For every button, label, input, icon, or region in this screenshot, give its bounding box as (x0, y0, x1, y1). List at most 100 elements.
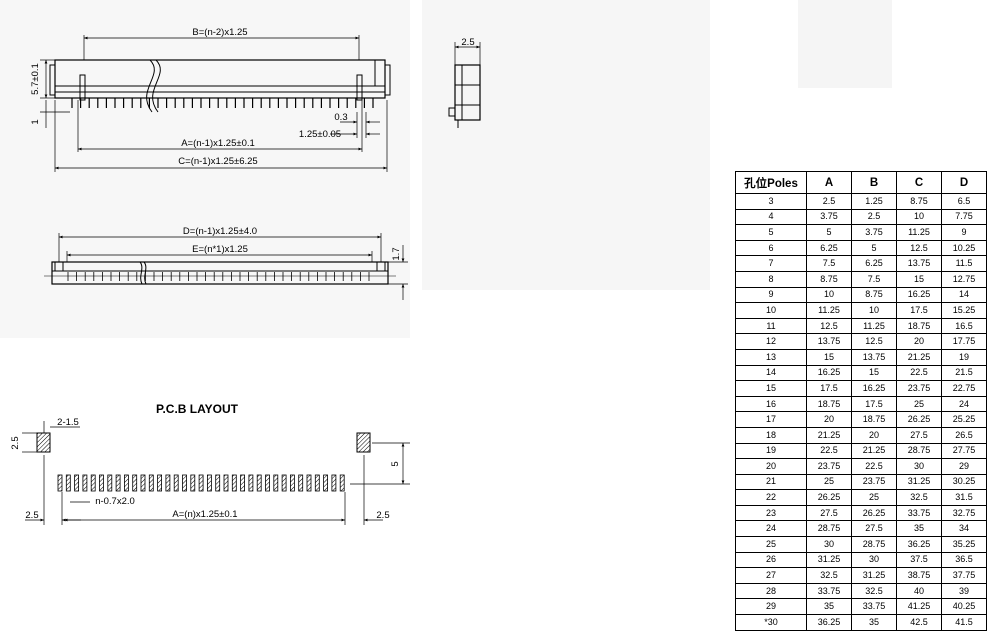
table-cell: 12.5 (806, 317, 852, 335)
table-cell: 31.5 (941, 489, 987, 506)
table-cell: 39 (941, 582, 987, 600)
table-cell: 33.75 (896, 504, 942, 522)
side-view (448, 42, 481, 128)
table-cell: 12.5 (896, 239, 942, 257)
table-cell: 28 (735, 582, 807, 600)
table-cell: 12 (735, 333, 807, 350)
pcb-slot (124, 474, 129, 492)
table-cell: 8.75 (806, 270, 852, 288)
table-cell: 27.75 (941, 442, 987, 460)
table-cell: 34 (941, 520, 987, 538)
table-cell: 15 (735, 380, 807, 397)
pcb-slot (140, 474, 146, 492)
table-cell: 11.25 (851, 317, 897, 335)
pcb-slot (115, 474, 121, 492)
table-cell: 10.25 (941, 239, 987, 257)
table-cell: 32.75 (941, 504, 987, 522)
table-cell: 6.25 (851, 255, 897, 272)
table-cell: 24 (941, 395, 987, 413)
table-cell: 23.75 (896, 380, 942, 397)
pad-dim-label: 2.5 (10, 436, 21, 449)
table-cell: 3.75 (851, 224, 897, 241)
dim-a-label: A=(n-1)x1.25±0.1 (181, 138, 255, 149)
table-cell: 3 (735, 193, 807, 210)
table-cell: 36.25 (896, 536, 942, 553)
table-cell: 16.25 (896, 286, 942, 304)
table-cell: 7 (735, 255, 807, 272)
table-cell: 19 (735, 442, 807, 460)
pcb-slot (173, 474, 179, 492)
table-cell: 30 (896, 458, 942, 475)
pcb-slot (289, 474, 295, 492)
table-cell: 19 (941, 348, 987, 366)
table-cell: 21.25 (851, 442, 897, 460)
table-cell: 30.25 (941, 473, 987, 491)
left-post (79, 74, 86, 101)
table-cell: 27 (735, 567, 807, 584)
pcb-slot (298, 474, 304, 492)
table-cell: 10 (806, 286, 852, 304)
pcb-slot (82, 474, 88, 492)
table-cell: 5 (735, 224, 807, 241)
table-cell: 32.5 (806, 567, 852, 584)
table-cell: 16.5 (941, 317, 987, 335)
header-a: A (806, 171, 852, 194)
pcb-a-label: A=(n)x1.25±0.1 (172, 509, 237, 520)
pcb-slot (165, 474, 171, 492)
table-cell: 4 (735, 208, 807, 226)
pcb-slot (273, 474, 279, 492)
pcb-slot (65, 474, 71, 492)
pcb-slot (74, 474, 79, 492)
table-cell: 16 (735, 395, 807, 413)
header-b: B (851, 171, 897, 194)
table-cell: 5 (806, 224, 852, 241)
front-view-labels: B=(n-2)x1.25 5.7±0.1 1 0.3 1.25±0.05 A=(… (30, 27, 348, 167)
top-height-label: 1.7 (391, 247, 402, 260)
table-cell: 3.75 (806, 208, 852, 226)
pcb-slot (157, 474, 163, 492)
table-cell: 32.5 (851, 582, 897, 600)
table-cell: 13.75 (851, 348, 897, 366)
table-cell: 7.5 (806, 255, 852, 272)
table-cell: 18 (735, 426, 807, 444)
table-cell: 36.5 (941, 551, 987, 569)
pcb-slot (57, 474, 63, 492)
table-cell: 31.25 (851, 567, 897, 584)
left-mount-pad (36, 432, 51, 453)
table-cell: 18.75 (806, 395, 852, 413)
top-view-labels: D=(n-1)x1.25±4.0 E=(n*1)x1.25 1.7 (183, 226, 402, 261)
table-cell: 9 (735, 286, 807, 304)
table-cell: 6 (735, 239, 807, 257)
table-cell: 25.25 (941, 411, 987, 428)
table-cell: 28.75 (806, 520, 852, 538)
table-cell: 16.25 (851, 380, 897, 397)
pcb-slot (248, 474, 254, 492)
table-cell: 18.75 (851, 411, 897, 428)
front-pins (71, 98, 374, 108)
table-cell: 27.5 (851, 520, 897, 538)
table-cell: 8 (735, 270, 807, 288)
table-cell: 33.75 (851, 598, 897, 616)
table-cell: 29 (941, 458, 987, 475)
table-cell: 13.75 (806, 333, 852, 350)
table-cell: 17.5 (896, 302, 942, 319)
table-cell: 30 (806, 536, 852, 553)
pcb-slot (107, 474, 113, 492)
table-cell: 40 (896, 582, 942, 600)
dim-one-label: 1 (30, 119, 41, 124)
table-cell: 17.5 (851, 395, 897, 413)
table-cell: 28.75 (851, 536, 897, 553)
edge-right-label: 2.5 (376, 510, 389, 521)
table-cell: 20 (806, 411, 852, 428)
table-header-row: 孔位Poles A B C D (735, 171, 987, 194)
